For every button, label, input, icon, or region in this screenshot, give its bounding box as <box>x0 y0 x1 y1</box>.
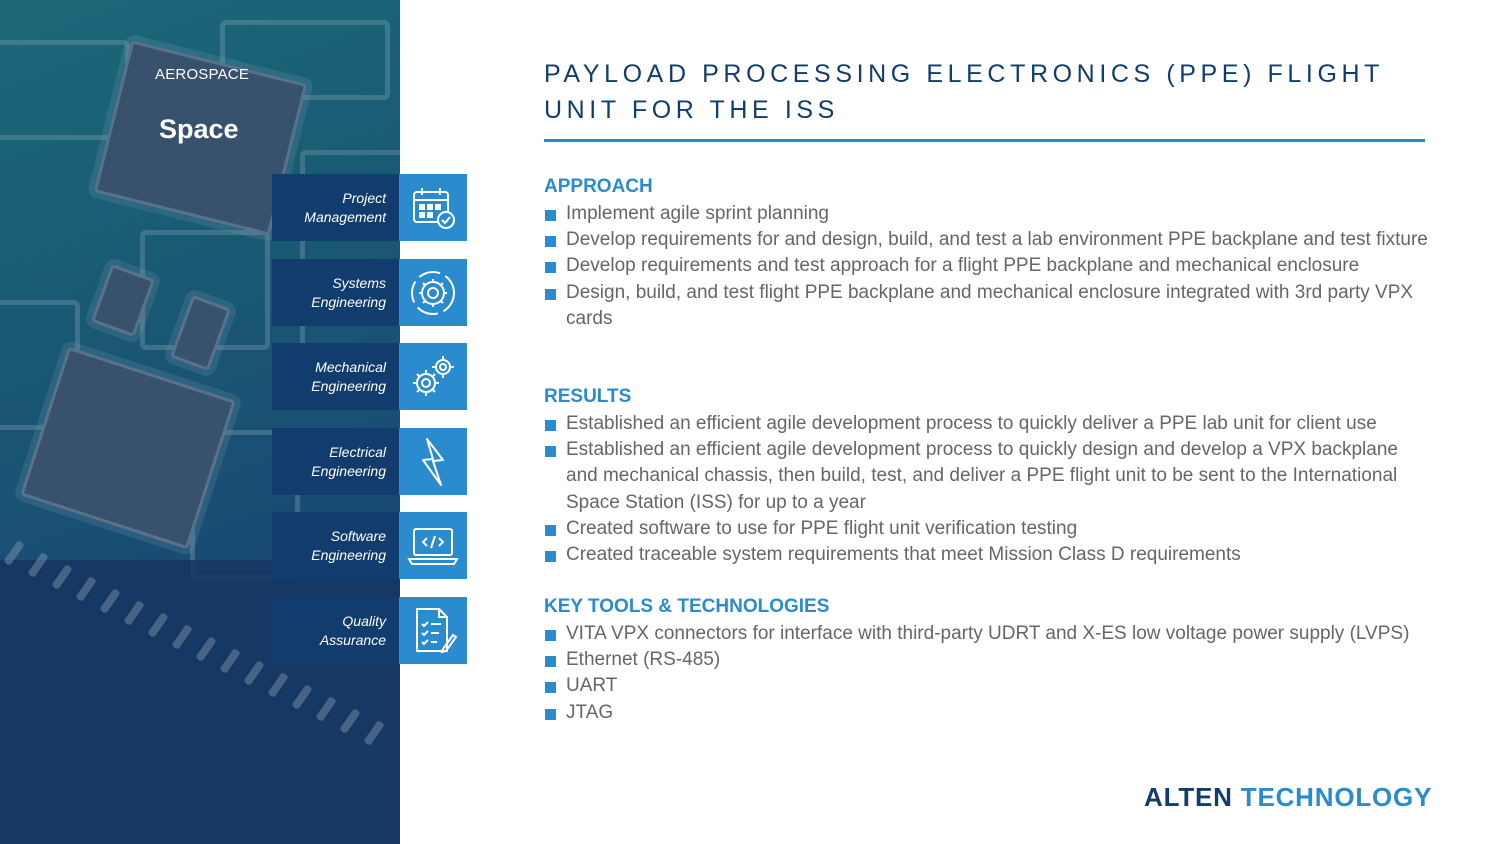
pcb-trace <box>220 20 390 100</box>
list-item-text: Created software to use for PPE flight u… <box>566 517 1078 539</box>
bullet-square-icon <box>545 682 556 694</box>
bullet-square-icon <box>545 656 556 668</box>
list-item: VITA VPX connectors for interface with t… <box>544 621 1434 647</box>
results-list: Established an efficient agile developme… <box>544 411 1434 568</box>
list-item-text: JTAG <box>566 701 614 723</box>
service-systems-engineering: Systems Engineering <box>272 259 467 326</box>
service-label: Software Engineering <box>311 527 386 563</box>
section-heading-results: RESULTS <box>544 386 632 407</box>
service-label-box: Quality Assurance <box>272 597 399 664</box>
list-item-text: Established an efficient agile developme… <box>566 439 1398 513</box>
bullet-square-icon <box>545 524 556 536</box>
bullet-square-icon <box>545 708 556 720</box>
bullet-square-icon <box>545 262 556 274</box>
service-project-management: Project Management <box>272 174 467 241</box>
category-title: Space <box>159 114 239 144</box>
logo-text-secondary: TECHNOLOGY <box>1240 782 1433 812</box>
list-item: Created software to use for PPE flight u… <box>544 516 1434 542</box>
service-software-engineering: Software Engineering <box>272 512 467 579</box>
list-item: Develop requirements and test approach f… <box>544 253 1434 279</box>
list-item: UART <box>544 673 1434 699</box>
lightning-bolt-icon <box>399 428 467 495</box>
service-label-box: Mechanical Engineering <box>272 343 399 410</box>
service-label-box: Systems Engineering <box>272 259 399 326</box>
service-label: Project Management <box>304 189 386 225</box>
page-title: PAYLOAD PROCESSING ELECTRONICS (PPE) FLI… <box>544 60 1384 124</box>
list-item-text: Implement agile sprint planning <box>566 203 829 224</box>
list-item: Created traceable system requirements th… <box>544 542 1434 568</box>
service-label-box: Software Engineering <box>272 512 399 579</box>
list-item-text: Design, build, and test flight PPE backp… <box>566 281 1414 329</box>
list-item-text: VITA VPX connectors for interface with t… <box>566 623 1410 644</box>
service-label: Electrical Engineering <box>311 443 386 479</box>
service-label-box: Project Management <box>272 174 399 241</box>
title-divider <box>544 139 1425 142</box>
service-label: Systems Engineering <box>311 274 386 310</box>
service-mechanical-engineering: Mechanical Engineering <box>272 343 467 410</box>
gears-icon <box>399 343 467 410</box>
list-item: JTAG <box>544 700 1434 726</box>
service-electrical-engineering: Electrical Engineering <box>272 428 467 495</box>
bullet-square-icon <box>545 420 556 431</box>
service-quality-assurance: Quality Assurance <box>272 597 467 664</box>
bullet-square-icon <box>545 210 556 221</box>
key-tools-list: VITA VPX connectors for interface with t… <box>544 621 1434 726</box>
section-heading-approach: APPROACH <box>544 176 653 197</box>
bullet-square-icon <box>545 551 556 563</box>
approach-list: Implement agile sprint planning Develop … <box>544 201 1434 332</box>
category-label: AEROSPACE <box>155 66 250 83</box>
calendar-check-icon <box>399 174 467 241</box>
list-item-text: Develop requirements for and design, bui… <box>566 229 1428 251</box>
service-label-box: Electrical Engineering <box>272 428 399 495</box>
color-overlay <box>0 0 400 844</box>
gear-cycle-icon <box>399 259 467 326</box>
background-photo-panel <box>0 0 400 844</box>
list-item-text: Established an efficient agile developme… <box>566 413 1377 434</box>
service-label: Mechanical Engineering <box>311 358 386 394</box>
bullet-square-icon <box>545 446 556 458</box>
list-item: Implement agile sprint planning <box>544 201 1434 227</box>
list-item-text: Develop requirements and test approach f… <box>566 255 1360 277</box>
service-label: Quality Assurance <box>319 612 386 648</box>
section-heading-key-tools: KEY TOOLS & TECHNOLOGIES <box>544 596 830 617</box>
list-item-text: UART <box>566 675 618 697</box>
list-item: Established an efficient agile developme… <box>544 437 1434 516</box>
checklist-pen-icon <box>399 597 467 664</box>
list-item: Ethernet (RS-485) <box>544 647 1434 673</box>
bullet-square-icon <box>545 630 556 641</box>
bullet-square-icon <box>545 288 556 300</box>
list-item: Established an efficient agile developme… <box>544 411 1434 437</box>
list-item: Develop requirements for and design, bui… <box>544 227 1434 253</box>
list-item-text: Ethernet (RS-485) <box>566 649 721 671</box>
bullet-square-icon <box>545 236 556 248</box>
list-item: Design, build, and test flight PPE backp… <box>544 280 1434 332</box>
list-item-text: Created traceable system requirements th… <box>566 544 1241 566</box>
logo-text-primary: ALTEN <box>1144 782 1241 812</box>
company-logo: ALTEN TECHNOLOGY <box>1144 782 1432 813</box>
laptop-code-icon <box>399 512 467 579</box>
